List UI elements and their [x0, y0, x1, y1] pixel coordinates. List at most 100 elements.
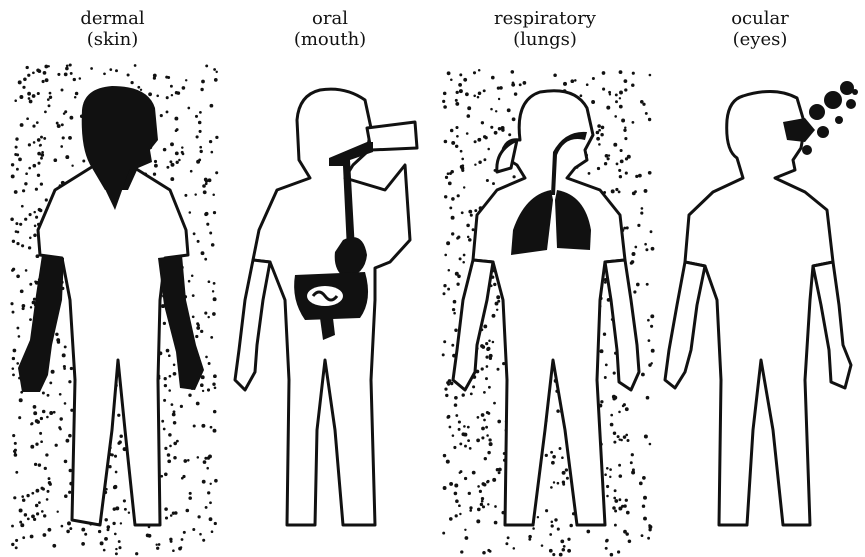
stipple-dot: [205, 179, 208, 182]
stipple-dot: [645, 248, 648, 251]
stipple-dot: [16, 327, 19, 330]
stipple-dot: [646, 283, 649, 286]
stipple-dot: [10, 217, 14, 221]
stipple-dot: [213, 374, 217, 378]
stipple-dot: [23, 78, 27, 82]
stipple-dot: [490, 126, 493, 129]
stipple-dot: [455, 414, 458, 417]
stipple-dot: [444, 388, 447, 391]
stipple-dot: [591, 100, 595, 104]
stipple-dot: [463, 425, 466, 428]
stipple-dot: [532, 527, 535, 530]
stipple-dot: [46, 498, 49, 501]
stipple-dot: [642, 476, 646, 480]
stipple-dot: [467, 236, 470, 239]
stipple-dot: [33, 211, 36, 214]
stipple-dot: [40, 136, 43, 139]
stipple-dot: [619, 474, 623, 478]
stipple-dot: [55, 444, 58, 447]
stipple-dot: [469, 447, 472, 450]
stipple-dot: [482, 551, 486, 555]
stipple-dot: [201, 80, 205, 84]
stipple-dot: [597, 124, 601, 128]
stipple-dot: [137, 86, 140, 89]
stipple-dot: [616, 163, 619, 166]
stipple-dot: [614, 489, 617, 492]
stipple-dot: [175, 91, 178, 94]
stipple-dot: [449, 482, 453, 486]
stipple-dot: [626, 511, 630, 515]
stipple-dot: [29, 318, 32, 321]
stipple-dot: [497, 368, 500, 371]
stipple-dot: [65, 155, 69, 159]
stipple-dot: [613, 372, 616, 375]
stipple-dot: [470, 214, 473, 217]
stipple-dot: [450, 129, 454, 133]
stipple-dot: [562, 471, 566, 475]
stipple-dot: [114, 533, 117, 536]
stipple-dot: [214, 479, 218, 483]
stipple-dot: [623, 530, 627, 534]
stipple-dot: [491, 76, 495, 80]
stipple-dot: [164, 473, 168, 477]
stipple-dot: [154, 164, 158, 168]
stipple-dot: [196, 402, 200, 406]
stipple-dot: [164, 507, 168, 511]
stipple-dot: [494, 505, 497, 508]
stipple-dot: [487, 451, 490, 454]
stipple-dot: [64, 345, 67, 348]
stipple-dot: [462, 261, 465, 264]
stipple-dot: [442, 353, 445, 356]
stipple-dot: [117, 414, 120, 417]
stipple-dot: [442, 100, 445, 103]
stipple-dot: [624, 137, 627, 140]
stipple-dot: [458, 428, 461, 431]
stipple-dot: [188, 496, 192, 500]
stipple-dot: [174, 511, 178, 515]
stipple-dot: [477, 416, 480, 419]
stipple-dot: [481, 367, 484, 370]
stipple-dot: [107, 528, 110, 531]
stipple-dot: [24, 218, 27, 221]
stipple-dot: [541, 544, 544, 547]
stipple-dot: [34, 225, 37, 228]
stipple-dot: [66, 439, 70, 443]
stipple-dot: [477, 508, 481, 512]
stipple-dot: [550, 486, 553, 489]
stipple-dot: [480, 503, 483, 506]
stipple-dot: [35, 504, 38, 507]
stipple-dot: [209, 232, 212, 235]
stipple-dot: [192, 315, 195, 318]
stipple-dot: [483, 324, 487, 328]
stipple-dot: [481, 121, 484, 124]
stipple-dot: [210, 336, 213, 339]
stipple-dot: [69, 527, 72, 530]
stipple-dot: [45, 78, 49, 82]
stipple-dot: [443, 340, 446, 343]
stipple-dot: [33, 518, 36, 521]
stipple-dot: [34, 280, 36, 282]
stipple-dot: [100, 541, 104, 545]
stipple-dot: [567, 538, 570, 541]
stipple-dot: [202, 539, 205, 542]
stipple-dot: [104, 518, 107, 521]
stipple-dot: [209, 501, 212, 504]
stipple-dot: [26, 494, 29, 497]
stipple-dot: [22, 307, 25, 310]
stipple-dot: [648, 118, 651, 121]
stipple-dot: [545, 454, 548, 457]
stipple-dot: [641, 373, 645, 377]
stipple-dot: [203, 190, 207, 194]
stipple-dot: [561, 456, 564, 459]
stipple-dot: [45, 453, 48, 456]
stipple-dot: [618, 190, 621, 193]
stipple-dot: [513, 547, 516, 550]
stipple-dot: [614, 499, 618, 503]
stipple-dot: [197, 456, 200, 459]
stipple-dot: [625, 172, 628, 175]
stipple-dot: [618, 438, 620, 440]
stipple-dot: [13, 349, 17, 353]
stipple-dot: [479, 138, 481, 140]
stipple-dot: [454, 329, 457, 332]
stipple-dot: [69, 116, 73, 120]
